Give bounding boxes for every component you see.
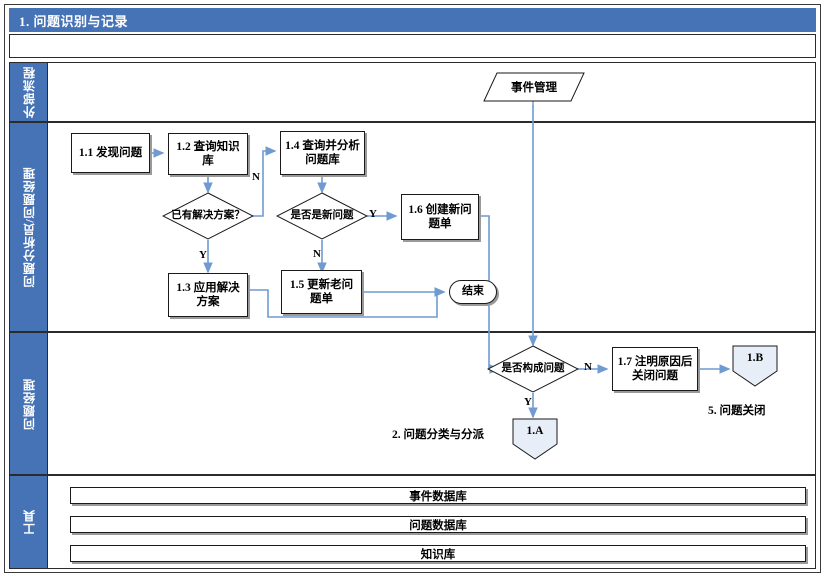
connector-label-1-b: 1.B — [746, 352, 764, 365]
pentagon-shape — [732, 345, 778, 387]
lane-header-external-process: 外部流程 — [10, 63, 48, 121]
edge-label-has-solution-yes: Y — [199, 249, 207, 261]
lane-label-problem-analyst: 问题分析员/问题经理 — [22, 166, 36, 288]
diamond-shape — [276, 192, 368, 240]
tool-label-problem-database: 问题数据库 — [409, 519, 467, 532]
lane-header-problem-analyst: 问题分析员/问题经理 — [10, 123, 48, 331]
node-label-1-6: 1.6 创建新问题单 — [408, 203, 472, 230]
node-label-1-4: 1.4 查询并分析问题库 — [285, 139, 360, 166]
decision-label-has-solution: 已有解决方案？ — [171, 209, 245, 221]
tool-label-knowledge-base: 知识库 — [420, 548, 456, 561]
caption-problem-closed: 5. 问题关闭 — [708, 405, 766, 417]
node-label-1-5: 1.5 更新老问题单 — [289, 278, 354, 305]
node-label-end: 结束 — [462, 285, 484, 298]
decision-label-is-problem: 是否构成问题 — [501, 362, 565, 374]
node-label-1-7: 1.7 注明原因后关闭问题 — [617, 355, 693, 382]
diagram-outer-frame — [4, 4, 821, 573]
tool-label-incident-database: 事件数据库 — [409, 490, 467, 503]
node-1-7-close-with-reason[interactable]: 1.7 注明原因后关闭问题 — [612, 347, 698, 391]
connector-1-b[interactable]: 1.B — [732, 345, 778, 387]
tool-incident-database[interactable]: 事件数据库 — [70, 487, 806, 504]
node-1-4-query-analyze-problem-db[interactable]: 1.4 查询并分析问题库 — [280, 131, 365, 175]
diamond-shape — [162, 192, 254, 240]
lane-label-tools: 工具 — [22, 509, 36, 535]
lane-external-process: 外部流程 — [9, 62, 816, 122]
pentagon-shape — [512, 418, 558, 460]
node-1-6-create-new-ticket[interactable]: 1.6 创建新问题单 — [401, 194, 479, 240]
node-end[interactable]: 结束 — [449, 280, 497, 304]
node-label-incident-management: 事件管理 — [511, 82, 557, 94]
node-label-1-2: 1.2 查询知识库 — [176, 140, 240, 167]
node-1-2-query-knowledge-base[interactable]: 1.2 查询知识库 — [168, 133, 248, 175]
edge-label-is-new-yes: Y — [369, 208, 377, 220]
title-sub-strip — [9, 34, 816, 58]
decision-is-problem[interactable]: 是否构成问题 — [487, 345, 579, 393]
tool-knowledge-base[interactable]: 知识库 — [70, 545, 806, 562]
page-title: 1. 问题识别与记录 — [19, 14, 129, 29]
node-1-1-discover-problem[interactable]: 1.1 发现问题 — [71, 133, 150, 173]
lane-header-problem-manager: 问题经理 — [10, 333, 48, 474]
tool-problem-database[interactable]: 问题数据库 — [70, 516, 806, 533]
decision-label-is-new-problem: 是否是新问题 — [290, 209, 354, 221]
caption-next-process: 2. 问题分类与分派 — [392, 429, 484, 441]
decision-has-solution[interactable]: 已有解决方案？ — [162, 192, 254, 240]
node-label-1-3: 1.3 应用解决方案 — [176, 281, 240, 308]
diagram-title-bar: 1. 问题识别与记录 — [9, 8, 816, 32]
edge-label-is-problem-no: N — [584, 361, 592, 373]
node-label-1-1: 1.1 发现问题 — [78, 146, 143, 159]
edge-label-is-problem-yes: Y — [524, 396, 532, 408]
parallelogram-shape — [483, 72, 585, 102]
diamond-shape — [487, 345, 579, 393]
edge-label-has-solution-no: N — [252, 171, 260, 183]
lane-header-tools: 工具 — [10, 476, 48, 568]
connector-1-a[interactable]: 1.A — [512, 418, 558, 460]
lane-label-problem-manager: 问题经理 — [22, 377, 36, 430]
node-1-5-update-old-ticket[interactable]: 1.5 更新老问题单 — [281, 270, 362, 314]
node-1-3-apply-solution[interactable]: 1.3 应用解决方案 — [168, 273, 248, 317]
node-incident-management[interactable]: 事件管理 — [483, 72, 585, 102]
edge-label-is-new-no: N — [313, 248, 321, 260]
decision-is-new-problem[interactable]: 是否是新问题 — [276, 192, 368, 240]
lane-label-external-process: 外部流程 — [22, 66, 36, 118]
connector-label-1-a: 1.A — [526, 425, 544, 438]
